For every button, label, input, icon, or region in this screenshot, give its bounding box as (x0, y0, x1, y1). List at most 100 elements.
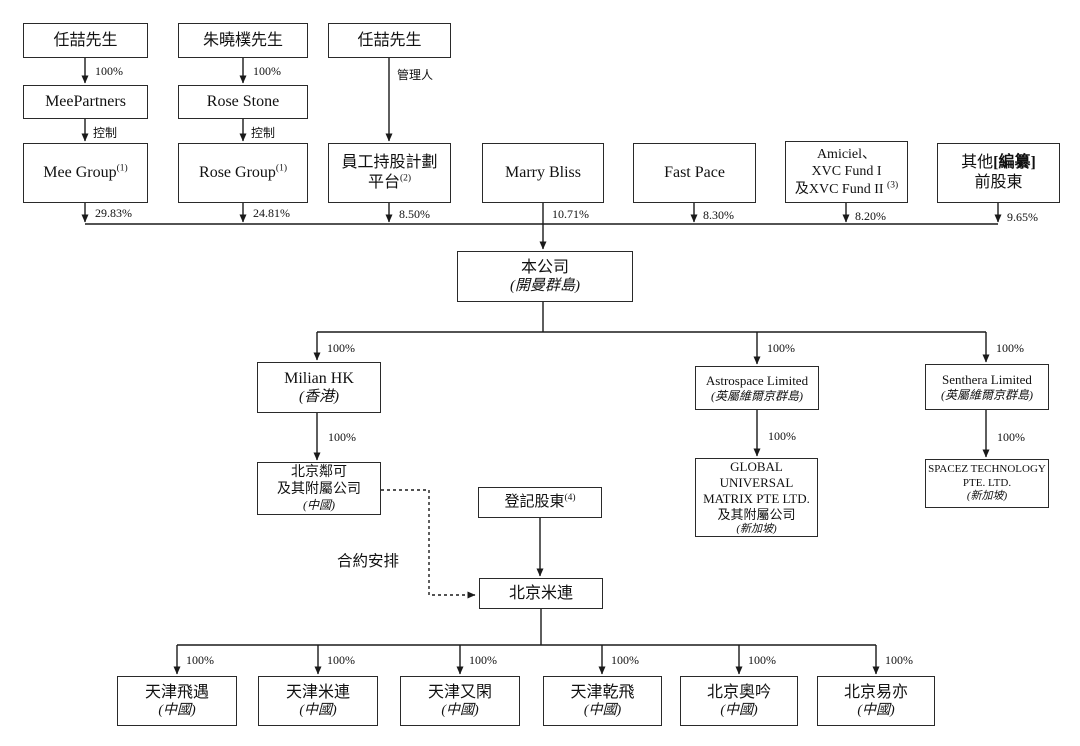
node-amiciel-xvc: Amiciel、 XVC Fund I 及XVC Fund II (3) (785, 141, 908, 203)
node-beijing-milian: 北京米連 (479, 578, 603, 609)
node-location: (新加坡) (966, 490, 1008, 503)
edge-label-amiciel-pct: 8.20% (855, 209, 886, 223)
node-location: (中國) (158, 703, 196, 719)
edge-label-100pct: 100% (253, 64, 281, 78)
node-label: GLOBAL (730, 459, 783, 475)
node-location: (中國) (583, 703, 622, 719)
node-label: XVC Fund I (811, 164, 882, 180)
node-label: UNIVERSAL (719, 474, 794, 490)
node-label: 登記股東(4) (504, 493, 576, 511)
edge-label-esop-pct: 8.50% (399, 207, 430, 221)
node-label: Astrospace Limited (705, 372, 809, 388)
node-label: Amiciel、 (816, 147, 877, 163)
edge-label-100pct: 100% (186, 653, 214, 667)
edge-label-100pct: 100% (611, 653, 639, 667)
node-beijing-aoyin: 北京奧吟 (中國) (680, 676, 798, 726)
node-label: 平台(2) (367, 173, 412, 191)
node-tianjin-qianfei: 天津乾飛 (中國) (543, 676, 662, 726)
node-label: Senthera Limited (942, 371, 1032, 387)
node-label: Marry Bliss (505, 164, 581, 182)
node-label: 任喆先生 (357, 31, 422, 49)
node-label: 天津飛遇 (144, 683, 209, 701)
node-label: 北京米連 (508, 584, 573, 602)
node-spacez: SPACEZ TECHNOLOGY PTE. LTD. (新加坡) (925, 459, 1049, 508)
node-label: Mee Group(1) (43, 163, 128, 182)
edge-label-control: 控制 (251, 126, 276, 140)
node-milian-hk: Milian HK (香港) (257, 362, 381, 413)
edge-label-mee-pct: 29.83% (95, 206, 132, 220)
node-company: 本公司 (開曼群島) (457, 251, 633, 302)
node-senthera: Senthera Limited (英屬維爾京群島) (925, 364, 1049, 410)
node-location: (中國) (299, 703, 337, 719)
node-label: 北京易亦 (843, 683, 908, 701)
node-label: 北京奧吟 (706, 683, 771, 701)
node-label: SPACEZ TECHNOLOGY (928, 463, 1046, 476)
node-location: (新加坡) (736, 522, 777, 535)
node-other-former-shareholders: 其他[編纂] 前股東 (937, 143, 1060, 203)
node-label: Milian HK (284, 369, 354, 387)
edge-label-100pct: 100% (95, 64, 123, 78)
node-label: 員工持股計劃 (341, 154, 438, 172)
node-astrospace: Astrospace Limited (英屬維爾京群島) (695, 366, 819, 410)
node-label: 任喆先生 (53, 31, 118, 49)
node-label: 本公司 (520, 258, 569, 276)
node-fast-pace: Fast Pace (633, 143, 756, 203)
node-tianjin-youxian: 天津又閑 (中國) (400, 676, 520, 726)
node-label: 天津乾飛 (570, 683, 635, 701)
node-location: (英屬維爾京群島) (711, 388, 803, 403)
edge-label-100pct: 100% (327, 653, 355, 667)
node-label: Rose Stone (206, 93, 280, 111)
node-tianjin-milian: 天津米連 (中國) (258, 676, 378, 726)
node-global-universal-matrix: GLOBAL UNIVERSAL MATRIX PTE LTD. 及其附屬公司 … (695, 458, 818, 537)
edge-label-100pct: 100% (996, 341, 1024, 355)
node-location: (香港) (299, 389, 339, 406)
node-registered-shareholders: 登記股東(4) (478, 487, 602, 518)
node-label: 及其附屬公司 (717, 506, 796, 522)
node-label: MATRIX PTE LTD. (703, 490, 810, 506)
node-label: 前股東 (974, 174, 1023, 191)
node-esop-platform: 員工持股計劃 平台(2) (328, 143, 451, 203)
edge-label-100pct: 100% (997, 430, 1025, 444)
node-label: 天津米連 (285, 683, 350, 701)
edge-label-100pct: 100% (885, 653, 913, 667)
edge-label-manager: 管理人 (397, 68, 434, 82)
node-label: 其他[編纂] (961, 154, 1036, 172)
node-meepartners: MeePartners (23, 85, 148, 119)
node-rose-stone: Rose Stone (178, 85, 308, 119)
node-marry-bliss: Marry Bliss (482, 143, 604, 203)
edge-label-100pct: 100% (767, 341, 795, 355)
node-mee-group: Mee Group(1) (23, 143, 148, 203)
node-location: (中國) (303, 498, 335, 513)
node-location: (開曼群島) (510, 278, 580, 295)
node-label: 及XVC Fund II (3) (794, 179, 899, 197)
edge-label-100pct: 100% (327, 341, 355, 355)
node-label: Fast Pace (664, 164, 725, 182)
edge-label-rose-pct: 24.81% (253, 206, 290, 220)
edge-label-marry-pct: 10.71% (552, 207, 589, 221)
node-location: (中國) (720, 703, 758, 719)
edge-label-other-pct: 9.65% (1007, 210, 1038, 224)
edge-label-100pct: 100% (768, 429, 796, 443)
node-tianjin-feiyu: 天津飛遇 (中國) (117, 676, 237, 726)
edge-label-100pct: 100% (469, 653, 497, 667)
edge-label-100pct: 100% (748, 653, 776, 667)
edge-label-fastpace-pct: 8.30% (703, 208, 734, 222)
node-label: PTE. LTD. (962, 476, 1012, 489)
node-rose-group: Rose Group(1) (178, 143, 308, 203)
node-label: Rose Group(1) (199, 163, 287, 182)
node-label: 北京鄰可 (291, 465, 347, 481)
node-label: 天津又閑 (427, 683, 492, 701)
node-location: (英屬維爾京群島) (941, 387, 1033, 402)
edge-label-100pct: 100% (328, 430, 356, 444)
edge-label-contractual-arrangements: 合約安排 (337, 553, 400, 570)
node-label: 及其附屬公司 (277, 482, 361, 498)
node-label: MeePartners (45, 93, 126, 111)
node-zhu-xiaopu: 朱曉樸先生 (178, 23, 308, 58)
node-beijing-yiyi: 北京易亦 (中國) (817, 676, 935, 726)
node-label: 朱曉樸先生 (202, 31, 283, 49)
node-ren-zhe-1: 任喆先生 (23, 23, 148, 58)
node-ren-zhe-2: 任喆先生 (328, 23, 451, 58)
edge-label-control: 控制 (93, 126, 118, 140)
